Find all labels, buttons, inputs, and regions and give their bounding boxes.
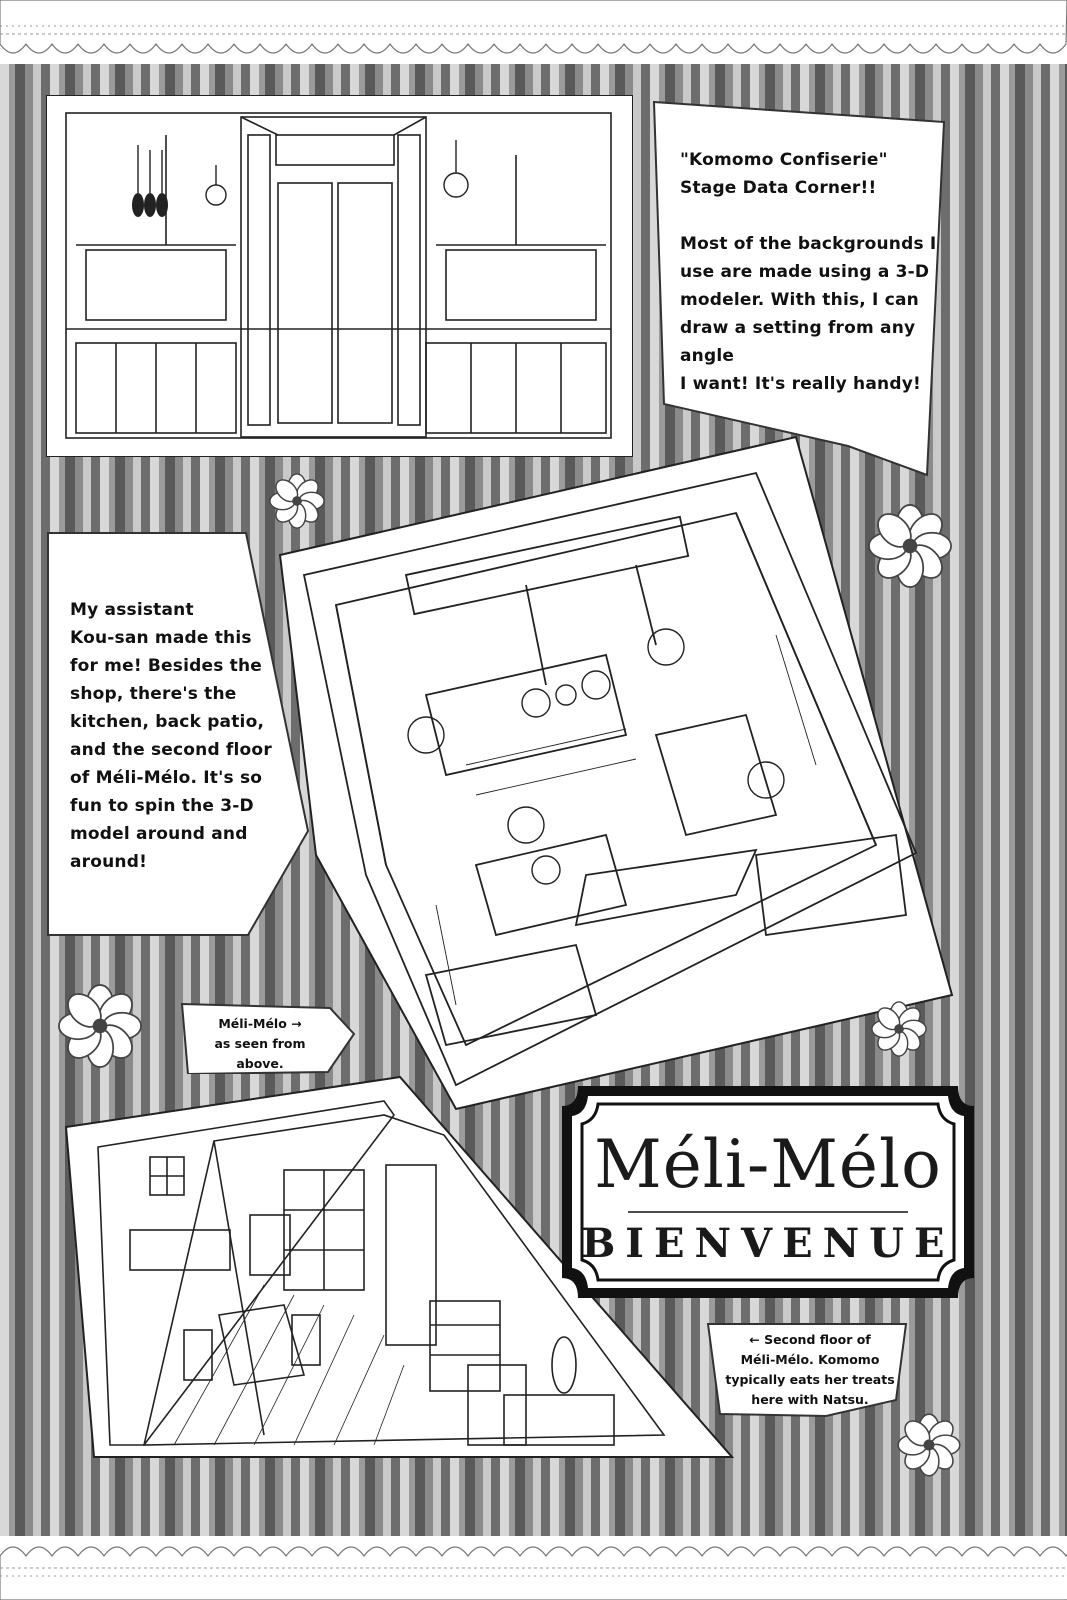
caption-box-shape-4 <box>706 1323 908 1418</box>
panel-overhead-view <box>276 435 956 1115</box>
panel-shop-front <box>46 95 633 457</box>
caption-assistant: My assistant Kou-san made this for me! B… <box>70 600 272 872</box>
flower-icon <box>871 1001 927 1057</box>
caption-box-shape <box>652 100 946 477</box>
lace-pattern-top <box>0 0 1067 54</box>
sign-title: Méli-Mélo <box>594 1126 942 1203</box>
panel-second-floor <box>64 1075 734 1465</box>
overhead-drawing <box>278 435 954 1111</box>
caption-seen-from-above: Méli-Mélo → as seen from above. <box>214 1016 306 1071</box>
panel-stage-data-caption <box>652 100 962 478</box>
second-floor-drawing <box>64 1075 734 1458</box>
flower-icon <box>269 473 325 529</box>
caption-box-shape-2 <box>47 532 310 936</box>
panel-seen-from-above-caption <box>178 1002 358 1074</box>
flower-icon <box>897 1413 961 1477</box>
shop-sign: Méli-Mélo BIENVENUE <box>558 1082 978 1302</box>
caption-stage-data: "Komomo Confiserie" Stage Data Corner!! … <box>680 150 937 394</box>
sign-subtitle: BIENVENUE <box>581 1220 955 1267</box>
flower-icon <box>58 984 142 1068</box>
flower-icon <box>868 504 952 588</box>
lace-pattern-bottom <box>0 1546 1067 1600</box>
sign-frame <box>562 1086 974 1298</box>
lace-border-top <box>0 0 1067 64</box>
shop-front-drawing <box>46 95 633 457</box>
panel-assistant-caption <box>46 531 312 937</box>
lace-border-bottom <box>0 1536 1067 1600</box>
panel-second-floor-caption <box>706 1322 912 1418</box>
arrow-label-shape <box>180 1002 356 1074</box>
caption-second-floor: ← Second floor of Méli-Mélo. Komomo typi… <box>725 1332 895 1407</box>
